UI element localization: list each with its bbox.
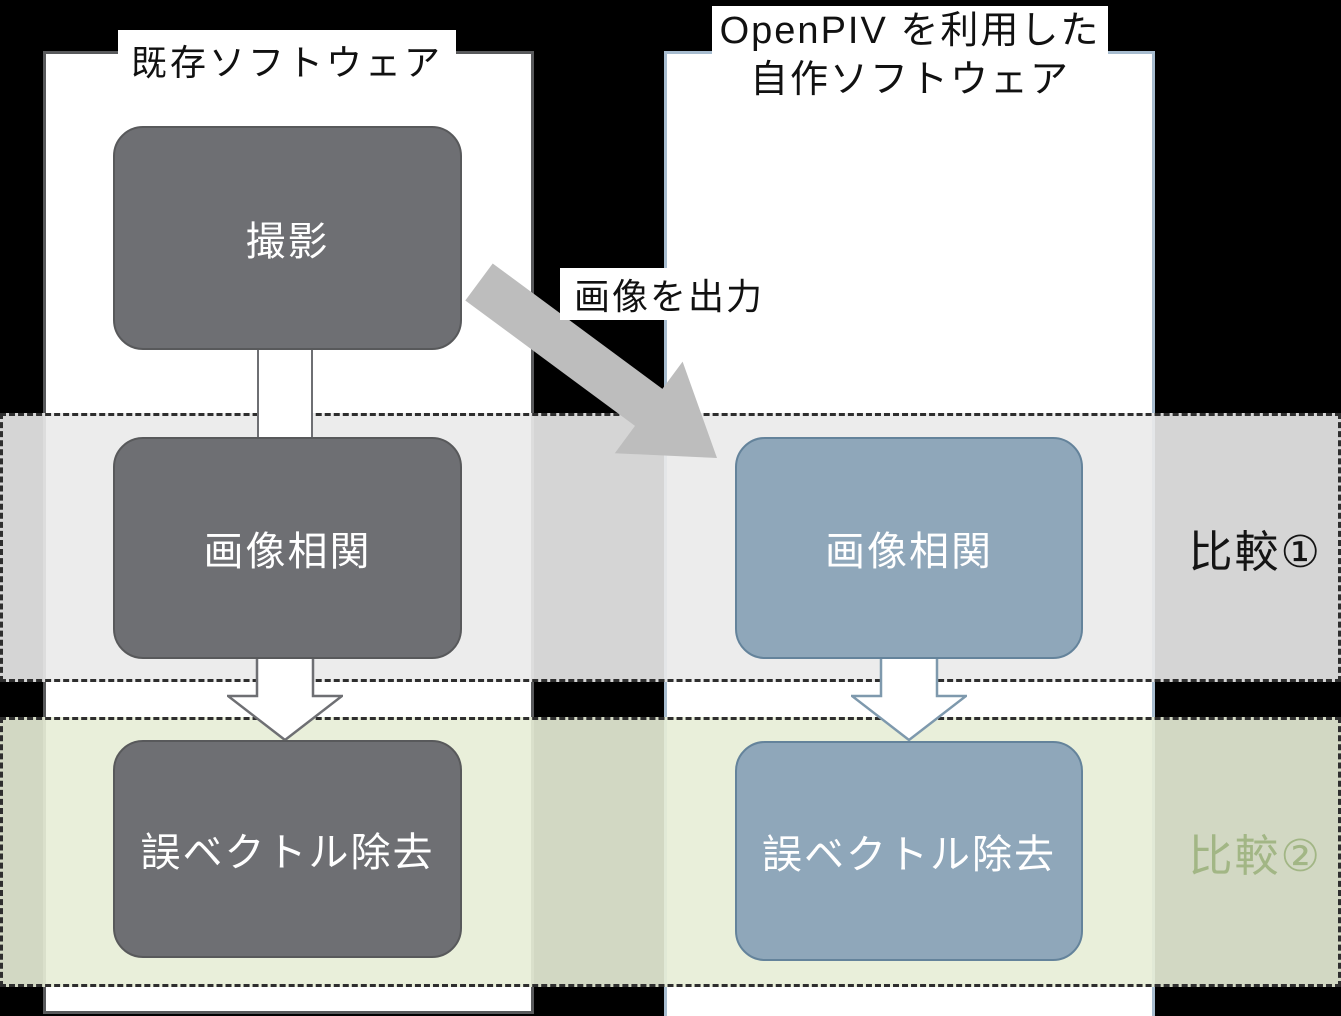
right-panel-title-line2: 自作ソフトウェア xyxy=(749,58,1070,101)
left-panel-title: 既存ソフトウェア xyxy=(118,30,456,90)
box-gobekutoru-left: 誤ベクトル除去 xyxy=(113,740,462,958)
image-output-arrow-icon xyxy=(465,263,717,458)
box-gazou-soukan-left-label: 画像相関 xyxy=(203,530,372,574)
box-gobekutoru-right-label: 誤ベクトル除去 xyxy=(762,833,1056,877)
image-output-caption-text: 画像を出力 xyxy=(573,276,764,317)
comparison-2-label: 比較② xyxy=(1188,832,1322,881)
image-output-caption: 画像を出力 xyxy=(560,268,778,320)
box-satsuei: 撮影 xyxy=(113,126,462,350)
down-arrow-left-icon xyxy=(227,653,343,741)
box-gazou-soukan-right: 画像相関 xyxy=(735,437,1083,659)
left-panel-title-text: 既存ソフトウェア xyxy=(130,42,443,83)
box-gobekutoru-left-label: 誤ベクトル除去 xyxy=(140,831,435,875)
box-gobekutoru-right: 誤ベクトル除去 xyxy=(735,741,1083,961)
comparison-1-label: 比較① xyxy=(1188,527,1322,577)
right-panel-title: OpenPIV を利用した 自作ソフトウェア xyxy=(712,6,1108,105)
down-arrow-right-icon xyxy=(851,653,967,741)
box-gazou-soukan-right-label: 画像相関 xyxy=(825,530,993,574)
box-gazou-soukan-left: 画像相関 xyxy=(113,437,462,659)
right-panel-title-line1: OpenPIV を利用した xyxy=(719,9,1101,52)
connector-satsuei-to-gazou xyxy=(257,345,313,445)
box-satsuei-label: 撮影 xyxy=(245,220,330,264)
